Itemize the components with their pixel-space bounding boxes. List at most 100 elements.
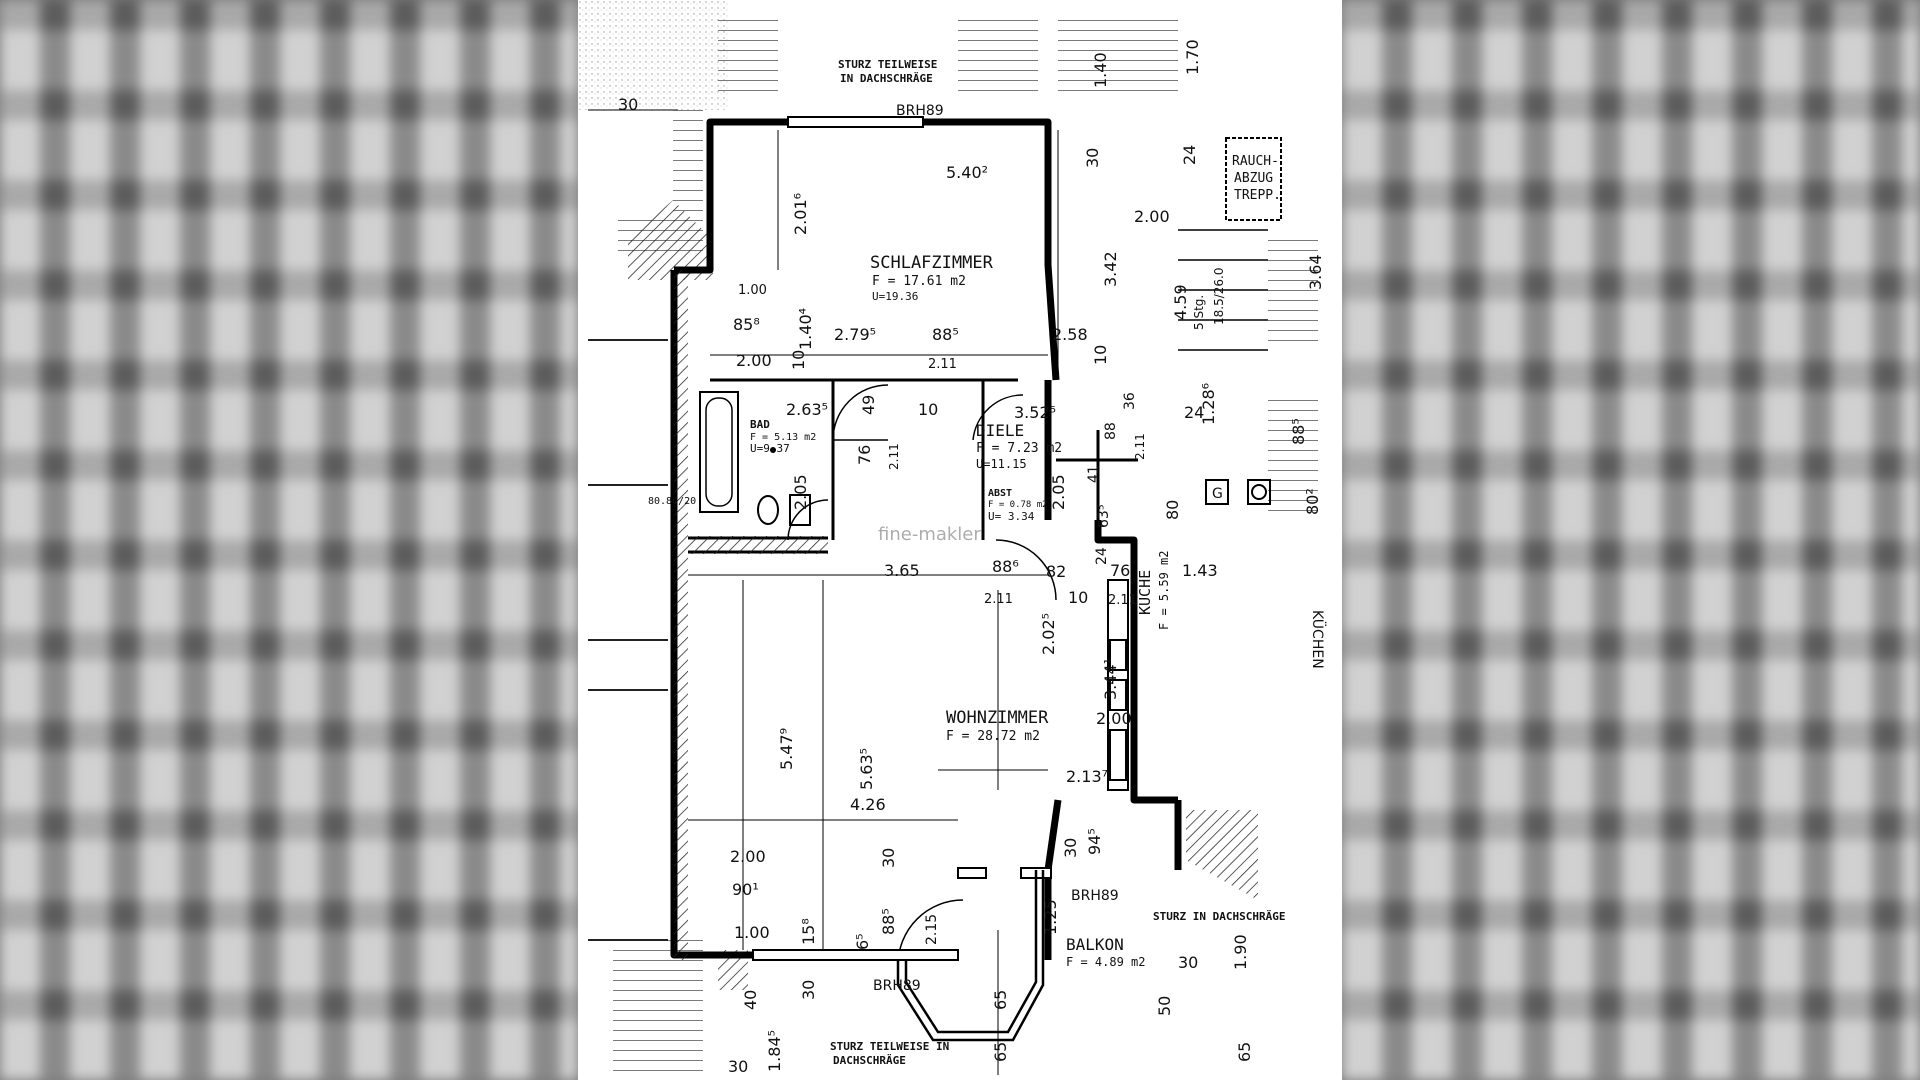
dim: 2.11	[887, 443, 901, 470]
dim: 76	[855, 445, 874, 465]
dim: 3.42	[1101, 251, 1120, 287]
dim: 30	[799, 980, 818, 1000]
dim: 1.28⁶	[1199, 383, 1218, 425]
dim: 65	[1235, 1042, 1254, 1062]
toilet-icon	[757, 494, 811, 526]
dim: 65	[991, 1042, 1010, 1062]
dim: 41	[1086, 465, 1102, 483]
dim: 3.64	[1306, 254, 1325, 290]
dim: 88⁵	[932, 325, 959, 344]
dim: 10	[1068, 588, 1088, 607]
dim: 2.58	[1052, 325, 1088, 344]
dim: 24	[1180, 145, 1199, 165]
dim: 4.26	[850, 795, 886, 814]
note-sturz-right: STURZ IN DACHSCHRÄGE	[1153, 909, 1285, 923]
dim: 85⁸	[733, 315, 760, 334]
room-name: KÜCHE	[1135, 570, 1154, 615]
wall-hatch-bath	[688, 536, 828, 554]
dim: 1.90	[1231, 934, 1250, 970]
dim: 2.05	[1049, 474, 1068, 510]
room-name: BAD	[750, 418, 770, 431]
dim: 1.00	[734, 923, 770, 942]
roof-hatch-areas	[613, 20, 1318, 1080]
dim: 4.59	[1171, 284, 1190, 320]
dim: 2.15	[924, 914, 940, 945]
dim: 65	[991, 990, 1010, 1010]
dim: 2.01⁶	[791, 193, 810, 235]
door-swings	[787, 384, 1057, 966]
dim: 10	[918, 400, 938, 419]
dim: 90¹	[732, 880, 759, 899]
dim: 80²	[1303, 488, 1322, 515]
dim: 36	[1122, 392, 1138, 410]
dim: 50	[1155, 996, 1174, 1016]
rauchabzug-line-2: ABZUG	[1234, 171, 1273, 186]
watermark: fine-makler	[878, 524, 981, 545]
dim: 10	[789, 350, 808, 370]
room-area: F = 17.61 m2	[872, 274, 966, 289]
dim: 2.11	[1133, 433, 1147, 460]
room-balkon: BALKON F = 4.89 m2	[1066, 935, 1145, 969]
kitchen-counter	[1107, 579, 1129, 791]
stove-icon: G	[1205, 479, 1229, 505]
room-area: F = 28.72 m2	[946, 729, 1040, 744]
dim: 1.40⁴	[796, 308, 815, 350]
room-abst: ABST F = 0.78 m2 U= 3.34	[988, 488, 1048, 523]
dim: 2.00	[730, 847, 766, 866]
room-bad: BAD F = 5.13 m2 U=9.37	[750, 418, 816, 455]
dim: 63⁵	[1096, 505, 1112, 528]
dim: 1.70	[1183, 39, 1202, 75]
room-diele: DIELE F = 7.23 m2 U=11.15	[976, 421, 1062, 471]
drain-icon	[770, 447, 776, 453]
note-sturz-bottom-2: DACHSCHRÄGE	[833, 1053, 906, 1067]
room-schlafzimmer: SCHLAFZIMMER F = 17.61 m2 U=19.36	[870, 253, 994, 303]
dim: 88⁵	[1289, 418, 1308, 445]
dimension-lines	[588, 109, 1059, 1075]
dim: 40	[741, 990, 760, 1010]
bathtub-icon	[699, 391, 739, 513]
blurred-background-right	[1342, 0, 1920, 1080]
note-sturz-bottom-1: STURZ TEILWEISE IN	[830, 1040, 949, 1053]
dim: 18.5/26.0	[1212, 268, 1226, 325]
sink-icon	[1247, 479, 1271, 505]
stove-label: G	[1212, 486, 1223, 502]
room-perimeter: U=11.15	[976, 457, 1027, 471]
dim: 2.11	[984, 592, 1013, 607]
balcony-outline	[896, 870, 1045, 1042]
dim: 1.00	[738, 283, 767, 298]
note-sturz-top-1: STURZ TEILWEISE	[838, 58, 937, 71]
neighbour-lines	[588, 339, 668, 941]
dim: 2.00	[1096, 709, 1132, 728]
dim: 1.25	[1041, 899, 1060, 935]
dim: 30	[618, 95, 638, 114]
dim: 24	[1094, 547, 1110, 565]
dim: 5.63⁵	[857, 748, 876, 790]
note-brh-balcony: BRH89	[1071, 888, 1119, 904]
room-kueche: KÜCHE F = 5.59 m2	[1135, 551, 1171, 630]
dim: 10	[1091, 345, 1110, 365]
dim: 80	[1163, 500, 1182, 520]
dim: 88⁵	[879, 908, 898, 935]
dim: 2.79⁵	[834, 325, 876, 344]
rauchabzug-line-3: TREPP.	[1234, 188, 1281, 203]
dim: 76	[1110, 561, 1130, 580]
room-name: ABST	[988, 488, 1012, 499]
floor-plan-drawing: G RAUCH- ABZUG TREPP.	[578, 0, 1327, 1080]
dim: 2.02⁵	[1039, 613, 1058, 655]
dim: 49	[859, 395, 878, 415]
dim: 15⁸	[799, 918, 818, 945]
dimension-labels: 30 1.40 1.70 5.40² 30 24 2.01⁶ 2.00 3.42…	[618, 39, 1325, 1076]
dim: 2.00	[1134, 207, 1170, 226]
dim: 88	[1103, 422, 1119, 440]
note-brh-top: BRH89	[896, 103, 944, 119]
dim: 6⁵	[853, 933, 872, 950]
room-area: F = 5.13 m2	[750, 432, 816, 443]
room-name: DIELE	[976, 421, 1024, 440]
room-name: BALKON	[1066, 935, 1124, 954]
neighbour-kitchen-label: KÜCHEN	[1309, 610, 1327, 669]
dim: 2.11	[1108, 593, 1137, 608]
room-perimeter: U=19.36	[872, 290, 918, 303]
dim: 1.43	[1182, 561, 1218, 580]
room-area: F = 0.78 m2	[988, 500, 1048, 510]
room-area: F = 7.23 m2	[976, 441, 1062, 456]
